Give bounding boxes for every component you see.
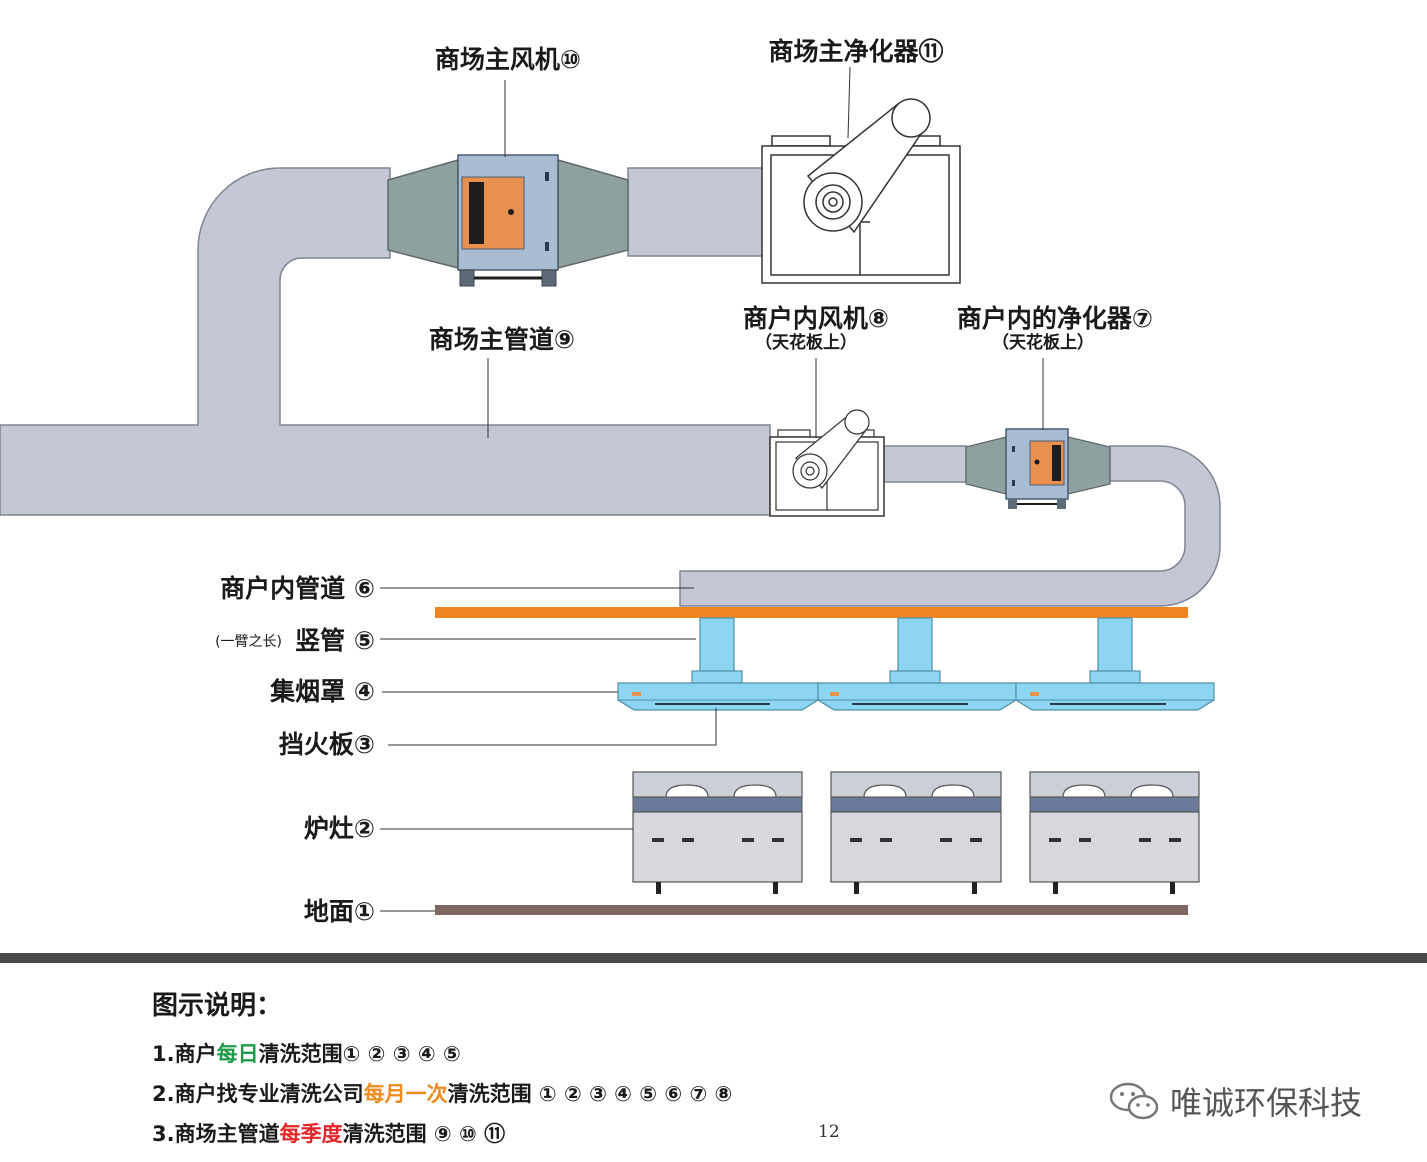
stoves (632, 771, 1200, 894)
legend-highlight-monthly: 每月一次 (363, 1082, 448, 1106)
leader-lines (380, 66, 1044, 912)
main-duct-label: 商场主管道⑨ (429, 325, 575, 354)
legend-row-quarterly: 3.商场主管道每季度清洗范围 ⑨ ⑩ ⑪ (152, 1114, 732, 1154)
legend-highlight-quarterly: 每季度 (279, 1122, 343, 1146)
legend-title: 图示说明： (152, 991, 283, 1021)
legend-row-suffix: 清洗范围 ⑨ ⑩ ⑪ (342, 1122, 506, 1146)
legend-row-prefix: 2.商户找专业清洗公司 (152, 1082, 364, 1106)
shop-duct-label: 商户内管道 ⑥ (220, 574, 375, 603)
riser-label: 竖管 ⑤ (295, 626, 375, 655)
wechat-icon (1109, 1082, 1159, 1120)
shop-purifier-note: （天花板上） (992, 332, 1094, 353)
brand-watermark: 唯诚环保科技 (1108, 1078, 1362, 1124)
floor-line (435, 905, 1188, 915)
riser-2 (889, 617, 941, 684)
main-purifier-unit (761, 98, 961, 284)
hood-2 (817, 682, 1017, 711)
shop-fan-unit (769, 409, 885, 517)
hood-1 (617, 682, 819, 711)
legend-row-prefix: 1.商户 (152, 1042, 217, 1066)
riser-1 (691, 617, 743, 684)
stove-3 (1029, 771, 1200, 894)
section-divider (0, 953, 1427, 963)
baffle-label: 挡火板③ (279, 730, 375, 759)
hood-label: 集烟罩 ④ (269, 677, 375, 706)
brand-name: 唯诚环保科技 (1170, 1084, 1363, 1122)
ceiling-board (435, 607, 1188, 618)
main-fan-unit (387, 154, 629, 287)
main-duct (0, 167, 771, 516)
legend-highlight-daily: 每日 (216, 1042, 259, 1066)
main-fan-label: 商场主风机⑩ (435, 45, 581, 74)
legend-row-monthly: 2.商户找专业清洗公司每月一次清洗范围 ① ② ③ ④ ⑤ ⑥ ⑦ ⑧ (152, 1074, 732, 1114)
riser-3 (1089, 617, 1141, 684)
risers-and-hoods (617, 617, 1215, 711)
shop-fan-label: 商户内风机⑧ (743, 304, 889, 333)
page-number: 12 (818, 1122, 840, 1142)
floor-label: 地面① (304, 897, 375, 926)
legend-row-prefix: 3.商场主管道 (152, 1122, 280, 1146)
hood-3 (1015, 682, 1215, 711)
legend-row-daily: 1.商户每日清洗范围① ② ③ ④ ⑤ (152, 1034, 732, 1074)
legend-row-suffix: 清洗范围 ① ② ③ ④ ⑤ ⑥ ⑦ ⑧ (447, 1082, 733, 1106)
stove-2 (830, 771, 1002, 894)
shop-purifier-label: 商户内的净化器⑦ (957, 304, 1153, 333)
stove-label: 炉灶② (304, 814, 375, 843)
legend-row-suffix: 清洗范围① ② ③ ④ ⑤ (258, 1042, 461, 1066)
riser-note: (一臂之长) (215, 634, 282, 650)
shop-purifier-unit (965, 428, 1111, 509)
legend: 图示说明： 1.商户每日清洗范围① ② ③ ④ ⑤ 2.商户找专业清洗公司每月一… (152, 985, 732, 1154)
stove-1 (632, 771, 803, 894)
main-purifier-label: 商场主净化器⑪ (768, 37, 943, 66)
shop-fan-note: （天花板上） (755, 332, 857, 353)
